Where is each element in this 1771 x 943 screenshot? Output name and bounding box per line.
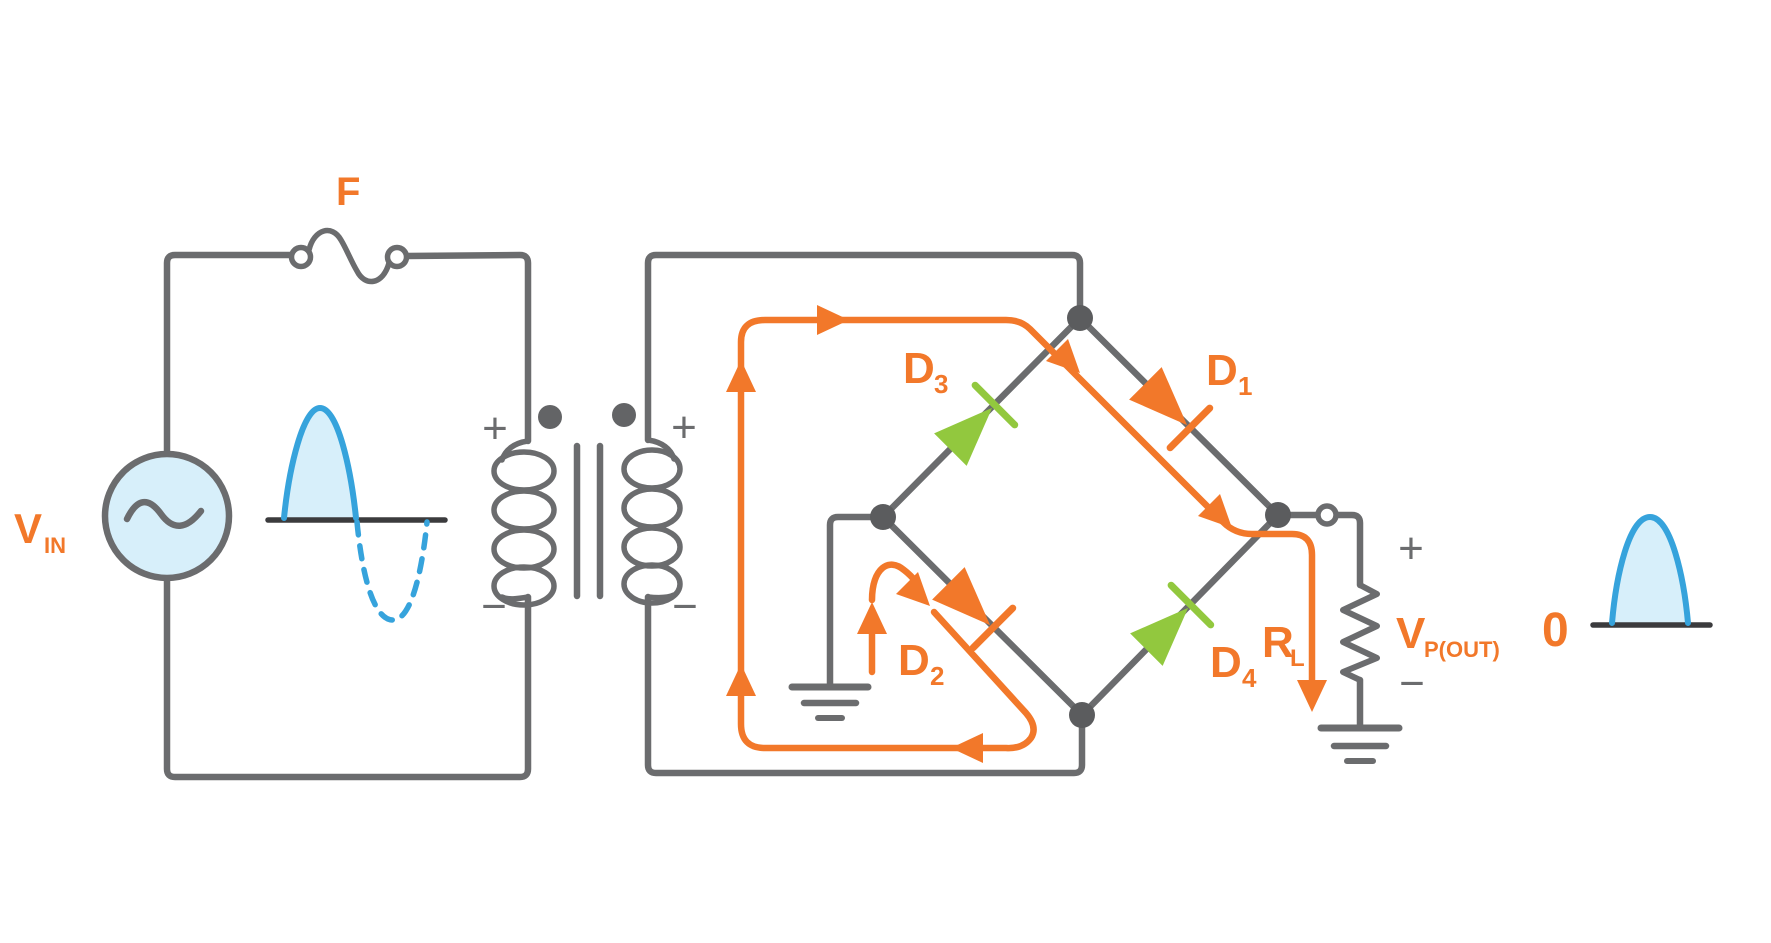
diode-d4-icon xyxy=(1130,581,1215,666)
primary-loop-top-left-wire xyxy=(163,251,296,459)
secondary-plus-sign: + xyxy=(671,403,697,452)
fuse-terminal-right xyxy=(384,244,410,270)
transformer-primary-coil xyxy=(491,438,557,608)
right-ground-icon xyxy=(1317,724,1403,764)
bridge-node-bottom xyxy=(1069,702,1095,728)
input-waveform xyxy=(265,404,448,623)
polarity-dot-primary xyxy=(538,405,562,429)
left-ground-icon xyxy=(788,683,872,721)
current-arrowheads xyxy=(726,305,1327,763)
current-loop-path xyxy=(737,316,1316,752)
primary-loop-top-right-wire xyxy=(403,251,532,445)
output-wave-stroke xyxy=(1609,513,1691,626)
output-terminal xyxy=(1315,503,1339,527)
input-wave-negative-dashed xyxy=(354,519,430,623)
arrowhead-up-icon xyxy=(726,360,756,392)
zero-label: 0 xyxy=(1542,604,1569,657)
load-resistor-icon xyxy=(1340,582,1380,683)
fuse-terminal-left xyxy=(288,244,314,270)
arrowhead-downright-icon xyxy=(1198,494,1232,528)
diode-d2-icon xyxy=(932,567,1017,652)
primary-minus-sign: − xyxy=(481,582,507,631)
polarity-dot-secondary xyxy=(612,403,636,427)
bridge-node-right xyxy=(1265,502,1291,528)
secondary-loop-bottom-wire xyxy=(644,593,1086,777)
transformer-secondary-coil xyxy=(621,437,683,606)
output-minus-sign: − xyxy=(1399,659,1425,708)
fuse-icon xyxy=(306,227,392,285)
output-waveform xyxy=(1590,513,1713,628)
d3-label: D3 xyxy=(903,344,948,399)
ac-source-icon xyxy=(101,450,233,582)
vin-label: VIN xyxy=(14,505,66,558)
output-plus-sign: + xyxy=(1398,524,1424,573)
d1-label: D1 xyxy=(1206,346,1252,401)
arrowhead-up-icon xyxy=(726,664,756,696)
diode-d3-icon xyxy=(934,381,1019,466)
bridge-node-top xyxy=(1067,305,1093,331)
d4-label: D4 xyxy=(1210,638,1257,693)
d2-label: D2 xyxy=(898,636,944,691)
fuse-label: F xyxy=(336,170,360,214)
diode-d1-icon xyxy=(1129,367,1214,452)
arrowhead-downright-icon xyxy=(896,572,930,606)
secondary-loop-top-wire xyxy=(644,251,1084,444)
output-wave-fill xyxy=(1612,517,1688,623)
ac-source-sine-icon xyxy=(123,499,205,529)
secondary-minus-sign: − xyxy=(672,582,698,631)
arrowhead-up-icon xyxy=(857,602,887,634)
bridge-node-left xyxy=(870,504,896,530)
vout-label: VP(OUT) xyxy=(1396,609,1500,662)
input-wave-positive-stroke xyxy=(281,404,359,521)
arrowhead-left-icon xyxy=(951,733,983,763)
rl-label: RL xyxy=(1262,618,1305,672)
arrowhead-down-icon xyxy=(1297,680,1327,712)
primary-plus-sign: + xyxy=(482,404,508,453)
primary-loop-bottom-wire xyxy=(163,576,532,781)
arrowhead-right-icon xyxy=(817,305,849,335)
terminal-to-resistor-wire xyxy=(1332,511,1364,589)
arrowhead-downright-icon xyxy=(1046,339,1080,373)
left-ground-wire xyxy=(826,513,878,688)
transformer-core-icon xyxy=(573,442,604,600)
